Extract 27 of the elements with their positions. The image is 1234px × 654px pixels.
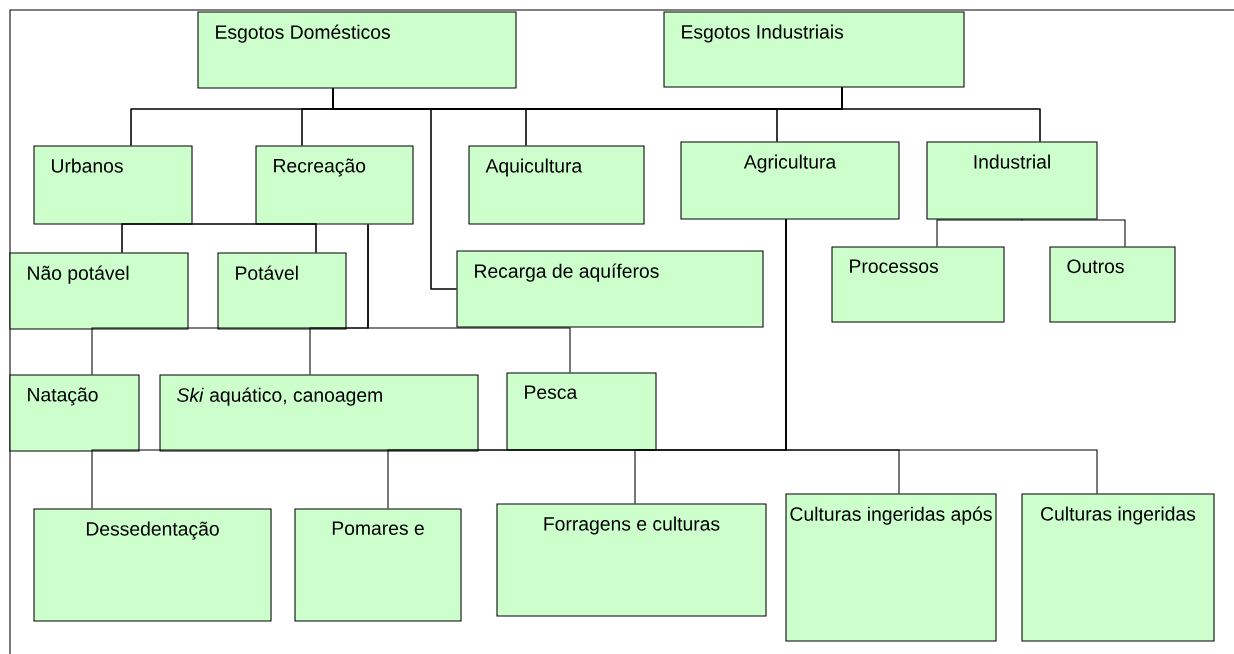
connector-line [315, 223, 317, 253]
connector-line [367, 224, 571, 373]
category-box: Recreação [255, 145, 414, 225]
category-box: Urbanos [33, 145, 193, 225]
category-box: Processos [831, 246, 1005, 323]
category-box: Não potável [9, 252, 189, 330]
category-box: Esgotos Industriais [663, 11, 965, 88]
connector-line [1021, 219, 1126, 247]
category-box: Pesca [506, 372, 657, 451]
connector-line [936, 219, 1023, 247]
connector-line [785, 219, 1098, 494]
category-box: Culturas ingeridas após [785, 493, 997, 642]
category-box: Forragens e culturas [496, 503, 767, 617]
category-box: Aquicultura [468, 145, 645, 225]
category-box: Recarga de aquíferos [456, 250, 764, 328]
connector-line [121, 223, 317, 253]
category-box: Outros [1049, 246, 1176, 323]
category-box: Pomares e [294, 508, 462, 622]
category-box: Potável [217, 252, 347, 330]
category-box: Natação [9, 374, 140, 452]
category-box: Agricultura [680, 141, 900, 220]
category-box: Dessedentação [33, 508, 272, 622]
category-box: Industrial [926, 141, 1098, 220]
connector-line [841, 87, 1041, 142]
category-box: Culturas ingeridas [1021, 493, 1215, 642]
category-box: Ski aquático, canoagem [159, 374, 479, 452]
category-box: Esgotos Domésticos [197, 11, 517, 89]
